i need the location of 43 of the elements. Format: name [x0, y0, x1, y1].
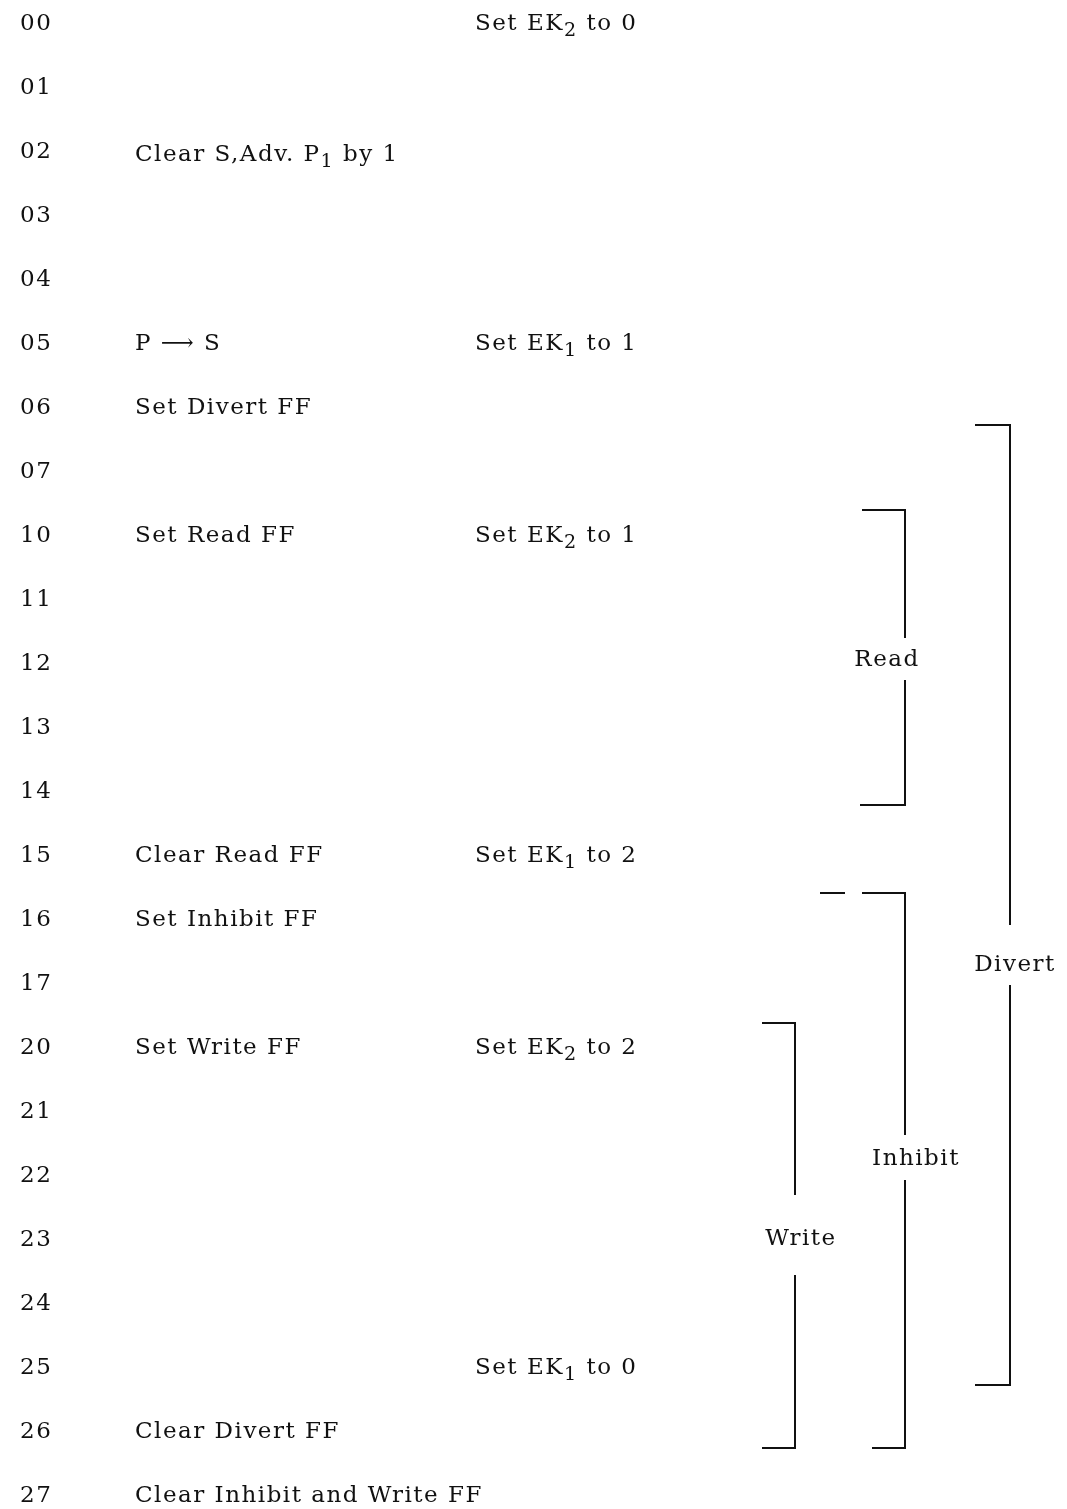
step-text: Set EK$_{1}$ to 0	[475, 1352, 638, 1387]
bracket-label: Inhibit	[872, 1143, 960, 1171]
row-number: 12	[20, 648, 53, 676]
row-number: 22	[20, 1160, 53, 1188]
row-number: 01	[20, 72, 53, 100]
step-text: Set EK$_{2}$ to 1	[475, 520, 638, 555]
row-number: 10	[20, 520, 53, 548]
row-number: 13	[20, 712, 53, 740]
step-text: Set Inhibit FF	[135, 904, 319, 932]
step-text: P ⟶ S	[135, 328, 222, 356]
step-text: Set Read FF	[135, 520, 296, 548]
step-text: Set Divert FF	[135, 392, 313, 420]
row-number: 16	[20, 904, 53, 932]
step-text: Set EK$_{2}$ to 2	[475, 1032, 638, 1067]
row-number: 00	[20, 8, 53, 36]
row-number: 25	[20, 1352, 53, 1380]
bracket-label: Write	[765, 1223, 837, 1251]
row-number: 02	[20, 136, 53, 164]
step-text: Set EK$_{1}$ to 1	[475, 328, 638, 363]
row-number: 03	[20, 200, 53, 228]
row-number: 26	[20, 1416, 53, 1444]
row-number: 20	[20, 1032, 53, 1060]
row-number: 27	[20, 1480, 53, 1508]
step-text: Set EK$_{1}$ to 2	[475, 840, 638, 875]
step-text: Set EK$_{2}$ to 0	[475, 8, 638, 43]
step-text: Clear Read FF	[135, 840, 324, 868]
row-number: 11	[20, 584, 53, 612]
step-text: Clear Divert FF	[135, 1416, 340, 1444]
row-number: 07	[20, 456, 53, 484]
step-text: Clear Inhibit and Write FF	[135, 1480, 483, 1508]
row-number: 23	[20, 1224, 53, 1252]
row-number: 21	[20, 1096, 53, 1124]
row-number: 14	[20, 776, 53, 804]
bracket-label: Divert	[974, 949, 1056, 977]
step-text: Clear S,Adv. P$_{1}$ by 1	[135, 139, 400, 174]
row-number: 15	[20, 840, 53, 868]
row-number: 17	[20, 968, 53, 996]
row-number: 06	[20, 392, 53, 420]
row-number: 04	[20, 264, 53, 292]
step-text: Set Write FF	[135, 1032, 302, 1060]
row-number: 05	[20, 328, 53, 356]
row-number: 24	[20, 1288, 53, 1316]
bracket-label: Read	[854, 644, 920, 672]
